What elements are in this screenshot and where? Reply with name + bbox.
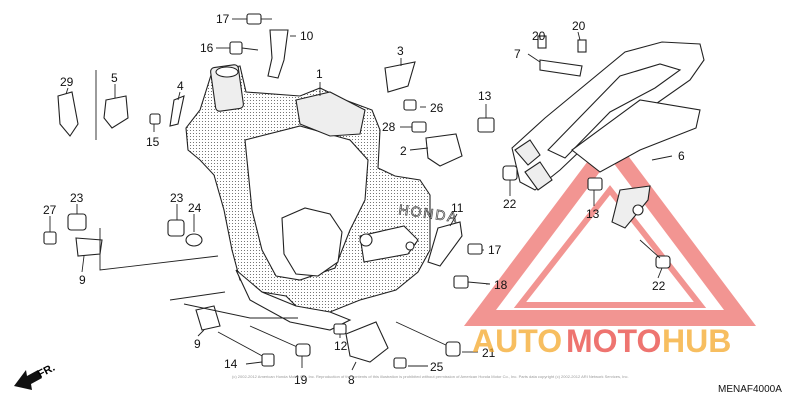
callout-2: 2: [400, 144, 407, 158]
callout-9a: 9: [79, 273, 86, 287]
leader-lines: [49, 18, 673, 371]
copyright-notice: (c) 2002-2012 American Honda Motor Co., …: [232, 374, 629, 379]
front-label: FR.: [36, 362, 57, 381]
watermark-word-1: AUTO: [472, 323, 562, 359]
subframe: [511, 41, 705, 229]
callout-13b: 13: [586, 207, 600, 221]
callout-24: 24: [188, 201, 202, 215]
watermark-word-2: MOTO: [566, 323, 661, 359]
small-parts: [43, 13, 671, 369]
callout-11: 11: [451, 201, 464, 215]
callout-12: 12: [334, 339, 348, 353]
callout-18: 18: [494, 278, 508, 292]
callout-1: 1: [316, 67, 323, 81]
callout-22a: 22: [503, 197, 517, 211]
callout-7: 7: [514, 47, 521, 61]
callout-22b: 22: [652, 279, 666, 293]
callout-21: 21: [482, 346, 496, 360]
callout-20a: 20: [532, 29, 546, 43]
callout-13a: 13: [478, 89, 492, 103]
watermark-triangle-icon: [463, 131, 757, 326]
watermark-text: AUTO MOTO HUB: [472, 323, 731, 359]
callout-16: 16: [200, 41, 214, 55]
watermark-logo: [463, 131, 757, 326]
watermark-word-3: HUB: [662, 323, 731, 359]
callout-29: 29: [60, 75, 74, 89]
front-arrow-icon: [14, 370, 42, 390]
callout-28: 28: [382, 120, 396, 134]
callout-6: 6: [678, 149, 685, 163]
callout-20b: 20: [572, 19, 586, 33]
callout-23a: 23: [70, 191, 84, 205]
callout-14: 14: [224, 357, 238, 371]
callout-15: 15: [146, 135, 160, 149]
callout-3: 3: [397, 44, 404, 58]
callout-25: 25: [430, 360, 444, 374]
callout-5: 5: [111, 71, 118, 85]
callout-9b: 9: [194, 337, 201, 351]
diagram-code: MENAF4000A: [718, 384, 782, 395]
callout-26: 26: [430, 101, 444, 115]
callout-23b: 23: [170, 191, 184, 205]
main-frame: HONDA: [185, 64, 460, 331]
callouts: 17 16 10 1 3 26 28 2 4 15 5 29 20 20 7 1…: [43, 12, 685, 387]
callout-8: 8: [348, 373, 355, 387]
front-arrow: FR.: [14, 362, 57, 390]
callout-4: 4: [177, 79, 184, 93]
callout-10: 10: [300, 29, 314, 43]
callout-17b: 17: [488, 243, 502, 257]
callout-17a: 17: [216, 12, 230, 26]
callout-27: 27: [43, 203, 57, 217]
callout-19: 19: [294, 373, 308, 387]
